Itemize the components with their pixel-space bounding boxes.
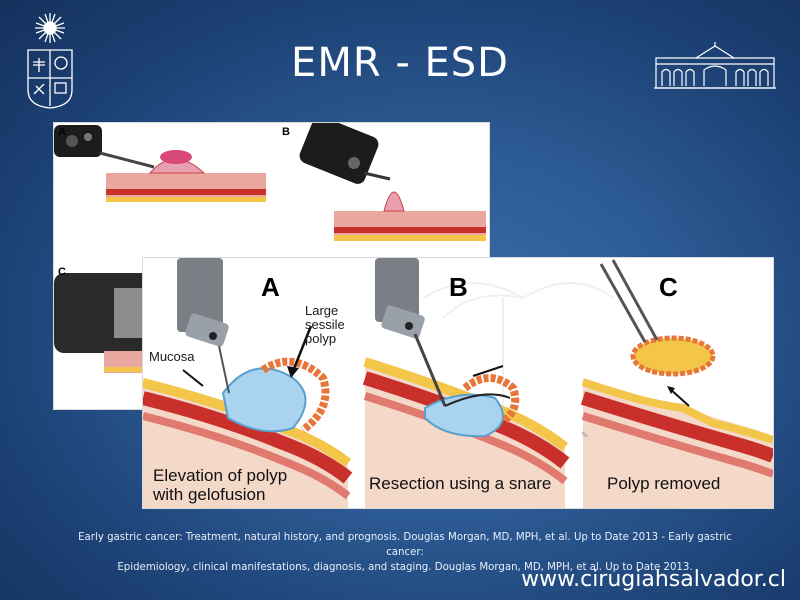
citation-line2: Epidemiology, clinical manifestations, d… xyxy=(117,562,693,573)
website-url[interactable]: www.cirugiahsalvador.cl xyxy=(521,567,786,592)
panel-c-label: C xyxy=(659,272,678,302)
university-crest-logo xyxy=(22,10,78,110)
citation-line1: Early gastric cancer: Treatment, natural… xyxy=(78,532,732,558)
annotation-large-sessile-polyp: Large sessile polyp xyxy=(305,303,345,346)
panel-c-illustration: ✎ xyxy=(580,259,773,508)
front-figure: ✎ A B C Large sessile polyp Mucosa Eleva… xyxy=(142,257,774,509)
back-panel-c-illustration xyxy=(54,273,164,373)
svg-text:✎: ✎ xyxy=(581,430,589,440)
panel-a-label: A xyxy=(261,272,280,302)
back-label-a: A xyxy=(58,126,66,138)
panel-a-caption-line1: Elevation of polyp xyxy=(153,466,288,485)
panel-b-caption: Resection using a snare xyxy=(369,474,552,493)
back-panel-a-illustration xyxy=(54,125,266,202)
annotation-mucosa: Mucosa xyxy=(149,349,195,364)
back-panel-b-illustration xyxy=(299,116,486,241)
panel-b-label: B xyxy=(449,272,468,302)
hospital-building-logo xyxy=(652,42,778,92)
panel-a-caption-line2: with gelofusion xyxy=(153,485,266,504)
slide-title: EMR - ESD xyxy=(291,40,509,86)
panel-c-caption: Polyp removed xyxy=(607,474,721,493)
back-label-c: C xyxy=(58,266,66,278)
panel-a-caption: Elevation of polyp with gelofusion xyxy=(153,466,287,504)
back-label-b: B xyxy=(282,126,290,138)
citation: Early gastric cancer: Treatment, natural… xyxy=(60,530,750,575)
panel-b-illustration xyxy=(362,258,570,508)
panel-a-illustration xyxy=(143,258,353,508)
